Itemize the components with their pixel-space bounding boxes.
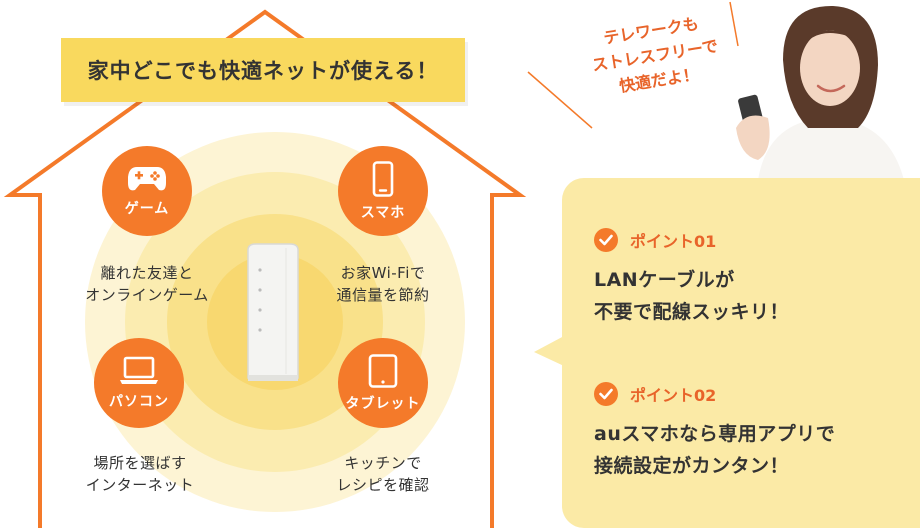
- tablet-description: キッチンで レシピを確認: [283, 452, 483, 496]
- tablet-desc-line2: レシピを確認: [336, 476, 430, 494]
- check-circle-icon: [594, 382, 618, 406]
- laptop-desc-line2: インターネット: [85, 476, 195, 494]
- laptop-badge: パソコン: [94, 338, 184, 428]
- tablet-label: タブレット: [345, 395, 421, 412]
- speech-line-left: [527, 71, 593, 129]
- point-02-line1: auスマホなら専用アプリで: [594, 423, 836, 445]
- laptop-desc-line1: 場所を選ばす: [93, 454, 187, 472]
- point-02-line2: 接続設定がカンタン！: [594, 455, 790, 477]
- headline-banner: 家中どこでも快適ネットが使える！: [61, 38, 465, 102]
- smartphone-desc-line1: お家Wi-Fiで: [340, 264, 426, 282]
- point-01-heading: ポイント01: [630, 232, 717, 251]
- router-icon: [247, 243, 299, 381]
- points-panel: ポイント01 LANケーブルが 不要で配線スッキリ！ ポイント02 auスマホな…: [562, 178, 920, 528]
- speech-line-right: [729, 1, 739, 47]
- smartphone-description: お家Wi-Fiで 通信量を節約: [283, 262, 483, 306]
- point-01-line2: 不要で配線スッキリ！: [594, 301, 790, 323]
- point-02-heading: ポイント02: [630, 386, 717, 405]
- game-label: ゲーム: [124, 200, 170, 217]
- check-circle-icon: [594, 228, 618, 252]
- tablet-icon: [368, 353, 398, 388]
- game-desc-line1: 離れた友達と: [100, 264, 194, 282]
- bubble-tail: [534, 336, 564, 366]
- tablet-desc-line1: キッチンで: [344, 454, 422, 472]
- game-description: 離れた友達と オンラインゲーム: [47, 262, 247, 306]
- smartphone-badge: スマホ: [338, 146, 428, 236]
- house-outline: [3, 9, 527, 528]
- smartphone-icon: [372, 160, 394, 197]
- laptop-icon: [120, 356, 158, 384]
- point-02: ポイント02 auスマホなら専用アプリで 接続設定がカンタン！: [594, 382, 835, 482]
- laptop-label: パソコン: [109, 393, 169, 410]
- smartphone-desc-line2: 通信量を節約: [336, 286, 430, 304]
- game-badge: ゲーム: [102, 146, 192, 236]
- tablet-badge: タブレット: [338, 338, 428, 428]
- woman-with-phone-illustration: [736, 5, 904, 180]
- smartphone-label: スマホ: [360, 204, 406, 221]
- speech-lines: [527, 1, 739, 129]
- gamepad-icon: [128, 166, 166, 190]
- headline-text: 家中どこでも快適ネットが使える！: [87, 59, 439, 83]
- point-01-line1: LANケーブルが: [594, 269, 735, 291]
- point-01: ポイント01 LANケーブルが 不要で配線スッキリ！: [594, 228, 789, 328]
- game-desc-line2: オンラインゲーム: [85, 286, 209, 304]
- laptop-description: 場所を選ばす インターネット: [40, 452, 240, 496]
